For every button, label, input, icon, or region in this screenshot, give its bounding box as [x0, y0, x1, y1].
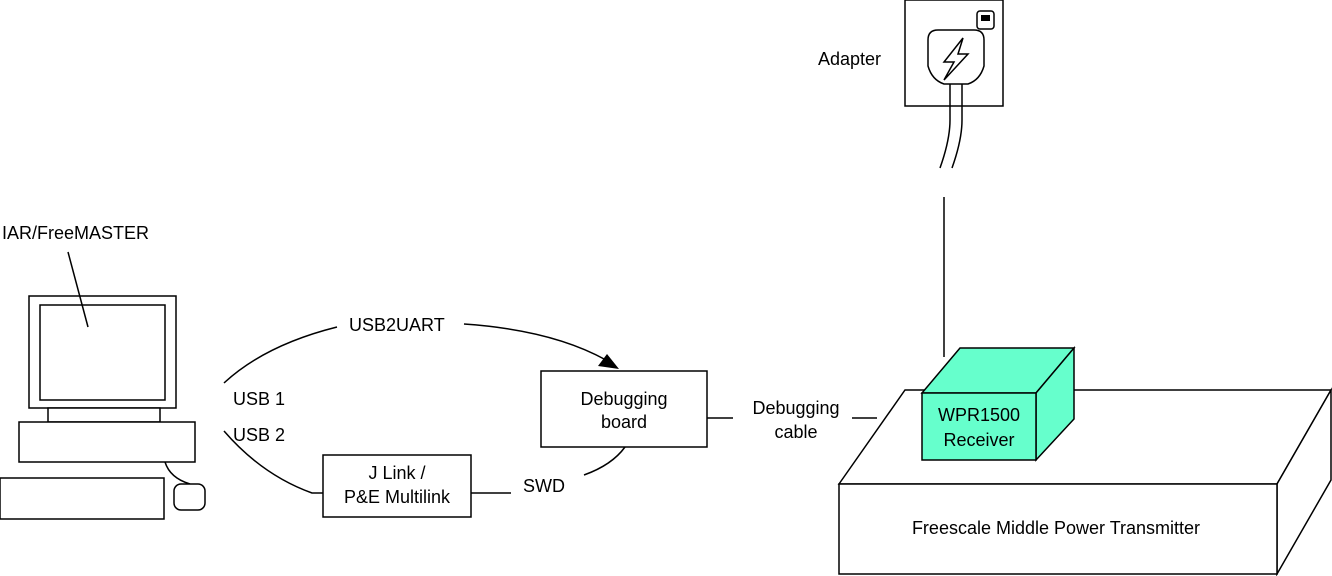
usb1-cable-left: [223, 326, 338, 384]
adapter-cord-left: [939, 84, 951, 169]
usb2uart-cable-right: [463, 323, 607, 361]
monitor-stand: [47, 407, 161, 423]
usb2-label: USB 2: [233, 425, 285, 445]
debugging-board-box: [540, 370, 708, 448]
lightning-icon: [942, 37, 970, 81]
outlet-switch-mark: [981, 15, 990, 21]
transmitter-top: [837, 389, 1332, 485]
computer-icon: [0, 295, 206, 520]
system-unit: [18, 421, 196, 463]
adapter-cord-right: [951, 84, 963, 169]
transmitter-box: [837, 387, 1332, 576]
swd-label: SWD: [523, 476, 565, 496]
debugging-board-label-line1: Debugging: [580, 389, 667, 409]
debug-cable-label-line1: Debugging: [752, 398, 839, 418]
software-pointer-line: [67, 251, 89, 328]
debug-cable-label-line2: cable: [774, 422, 817, 442]
swd-cable-right: [583, 446, 626, 476]
mouse-cable: [164, 461, 191, 485]
monitor-screen: [39, 304, 166, 401]
usb2uart-label: USB2UART: [349, 315, 445, 335]
transmitter-label: Freescale Middle Power Transmitter: [912, 518, 1200, 538]
receiver-front: [921, 392, 1037, 461]
usb1-label: USB 1: [233, 389, 285, 409]
usb2uart-arrowhead: [598, 354, 619, 369]
receiver-box: [920, 345, 1076, 462]
adapter-label: Adapter: [818, 49, 881, 69]
receiver-label-line2: Receiver: [943, 430, 1014, 450]
jlink-box: [322, 454, 472, 518]
usb2-cable: [223, 430, 323, 494]
debugging-board-label-line2: board: [601, 412, 647, 432]
software-label: IAR/FreeMASTER: [2, 223, 149, 243]
transmitter-front: [838, 483, 1278, 575]
mouse: [173, 483, 206, 511]
jlink-label-line1: J Link /: [368, 463, 425, 483]
adapter-icon: [904, 0, 1004, 169]
jlink-label-line2: P&E Multilink: [344, 487, 451, 507]
receiver-label-line1: WPR1500: [938, 405, 1020, 425]
keyboard: [0, 477, 165, 520]
